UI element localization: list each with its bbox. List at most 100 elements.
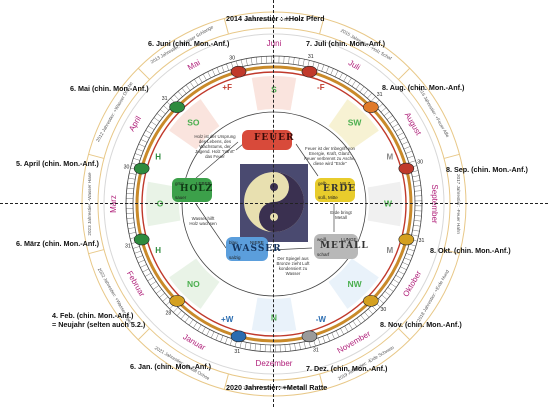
- month-label: März: [109, 195, 118, 213]
- day-tick: [344, 325, 349, 333]
- day-tick: [194, 79, 199, 86]
- year-divider: [223, 18, 229, 35]
- newyear-note: = Neujahr (selten auch 5.2.): [52, 320, 146, 329]
- direction-wedge: [328, 99, 379, 150]
- month-day-count: 31: [377, 92, 383, 98]
- day-tick: [400, 266, 407, 270]
- day-tick: [126, 193, 134, 194]
- direction-label: NO: [187, 279, 200, 289]
- day-tick: [201, 327, 206, 334]
- day-tick: [153, 117, 160, 122]
- pig-icon: [301, 330, 318, 343]
- day-tick: [340, 328, 344, 335]
- day-tick: [142, 268, 149, 273]
- day-tick: [127, 222, 135, 224]
- day-tick: [254, 343, 257, 351]
- day-tick: [185, 84, 191, 91]
- day-tick: [129, 172, 137, 175]
- day-tick: [316, 62, 320, 70]
- day-tick: [293, 57, 295, 65]
- day-tick: [355, 83, 361, 90]
- day-tick: [393, 279, 400, 284]
- day-tick: [411, 234, 419, 237]
- day-tick: [412, 229, 420, 232]
- day-tick: [352, 320, 357, 327]
- day-tick: [395, 275, 402, 279]
- phase-mark: +F: [222, 83, 232, 92]
- day-tick: [384, 291, 391, 296]
- element-earth-top: gelb: [318, 181, 327, 186]
- day-tick: [302, 59, 305, 67]
- rat-icon: [230, 330, 247, 343]
- day-tick: [261, 56, 263, 64]
- rooster-icon: [398, 233, 415, 246]
- month-day-count: 30: [380, 307, 386, 313]
- day-tick: [259, 344, 261, 352]
- day-tick: [288, 56, 290, 64]
- dog-icon: [363, 295, 379, 307]
- day-tick: [378, 298, 384, 304]
- element-metal-name: METALL: [320, 241, 369, 251]
- day-tick: [331, 332, 335, 340]
- month-label: Juli: [347, 58, 362, 72]
- month-label: Dezember: [256, 359, 293, 368]
- date-label-jul: 7. Juli (chin. Mon.-Anf.): [306, 39, 386, 48]
- year-divider: [319, 373, 325, 390]
- element-cycle-arrow: [195, 141, 239, 179]
- direction-label: SW: [348, 118, 363, 128]
- day-tick: [225, 337, 228, 344]
- element-water-name: WASSER: [232, 244, 282, 254]
- element-wood-top: grün: [175, 181, 185, 186]
- month-label: April: [127, 114, 143, 133]
- date-label-mar: 6. März (chin. Mon.-Anf.): [16, 239, 100, 248]
- year-divider: [319, 18, 325, 35]
- day-tick: [356, 317, 362, 324]
- horizontal-guide: [0, 203, 548, 204]
- date-label-nov: 8. Nov. (chin. Mon.-Anf.): [380, 320, 462, 329]
- date-label-dez: 7. Dez. (chin. Mon.-Anf.): [306, 364, 388, 373]
- day-tick: [212, 69, 216, 76]
- day-tick: [140, 139, 148, 143]
- day-tick: [322, 336, 326, 343]
- element-cycle-arrow: [295, 143, 319, 177]
- direction-wedge: [251, 76, 297, 111]
- day-tick: [339, 72, 343, 80]
- year-divider: [398, 67, 411, 80]
- day-tick: [126, 187, 134, 190]
- day-tick: [189, 81, 195, 88]
- day-tick: [197, 324, 202, 331]
- rabbit-icon: [133, 162, 150, 175]
- day-tick: [198, 76, 203, 83]
- month-day-count: 30: [124, 165, 130, 171]
- day-tick: [367, 92, 373, 99]
- day-tick: [180, 313, 186, 320]
- day-tick: [156, 289, 162, 294]
- day-tick: [127, 182, 135, 185]
- day-tick: [284, 344, 286, 352]
- direction-wedge: [251, 297, 297, 332]
- day-tick: [216, 67, 220, 74]
- month-day-count: 30: [417, 159, 423, 165]
- element-metal-top: weiß: [317, 237, 327, 242]
- day-tick: [221, 65, 225, 73]
- phase-mark: -W: [316, 315, 327, 324]
- day-tick: [239, 341, 242, 349]
- element-metal-desc: scharf: [317, 252, 330, 257]
- date-label-mai: 6. Mai (chin. Mon.-Anf.): [70, 84, 149, 93]
- day-tick: [176, 310, 182, 316]
- element-water-desc: salzig: [229, 255, 241, 260]
- year-divider: [88, 249, 105, 255]
- yin-yang-dot-light: [270, 213, 278, 221]
- direction-label: SO: [187, 118, 200, 128]
- element-wood-desc: sauer: [175, 195, 187, 200]
- day-tick: [148, 125, 155, 130]
- day-tick: [402, 262, 409, 266]
- day-tick: [244, 342, 247, 350]
- day-tick: [181, 88, 187, 94]
- direction-label: S: [271, 84, 277, 94]
- day-tick: [202, 73, 207, 81]
- element-cycle-arrow: [195, 203, 227, 249]
- day-tick: [249, 343, 252, 351]
- day-tick: [387, 287, 394, 292]
- day-tick: [334, 70, 339, 77]
